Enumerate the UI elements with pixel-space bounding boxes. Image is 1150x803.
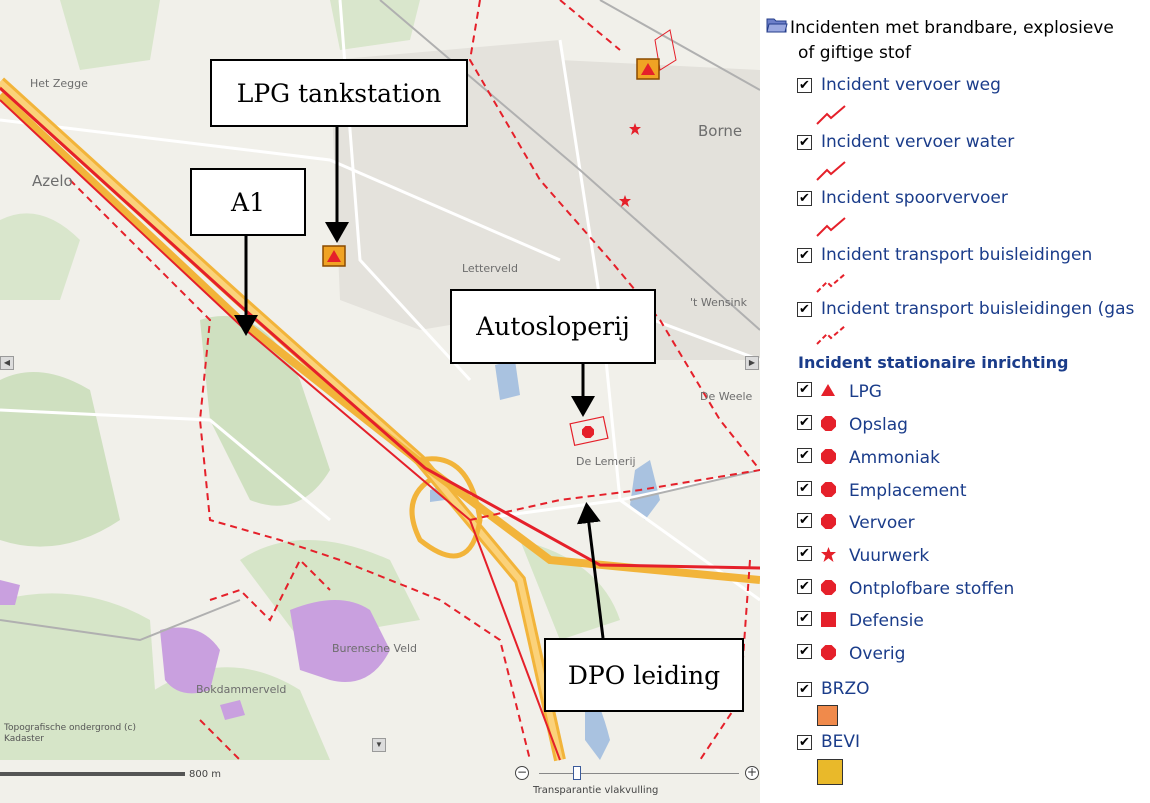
legend-heading-line: Incidenten met brandbare, explosieve — [790, 18, 1114, 38]
place-label: De Weele — [700, 390, 753, 403]
map-view[interactable]: Het Zegge Azelo Borne Letterveld 't Wens… — [0, 0, 760, 803]
checkbox[interactable]: ✔ — [797, 302, 812, 317]
checkbox[interactable]: ✔ — [797, 735, 812, 750]
checkbox[interactable]: ✔ — [797, 579, 812, 594]
checkbox[interactable]: ✔ — [797, 248, 812, 263]
legend-item-label: Incident transport buisleidingen (gas — [821, 299, 1135, 319]
octagon-icon — [821, 416, 836, 431]
legend-item-label: Defensie — [849, 611, 924, 631]
place-label: Bokdammerveld — [196, 683, 287, 696]
checkbox[interactable]: ✔ — [797, 644, 812, 659]
scale-label: 800 m — [189, 769, 222, 780]
octagon-icon — [821, 580, 836, 595]
checkbox[interactable]: ✔ — [797, 135, 812, 150]
legend-item-label: Vuurwerk — [849, 546, 930, 566]
checkbox[interactable]: ✔ — [797, 415, 812, 430]
transparency-label: Transparantie vlakvulling — [533, 785, 659, 796]
octagon-icon — [821, 514, 836, 529]
square-icon — [821, 612, 836, 627]
checkbox[interactable]: ✔ — [797, 611, 812, 626]
place-label: Borne — [698, 122, 743, 140]
opslag-marker-icon[interactable] — [582, 426, 594, 438]
pan-right-button[interactable]: ▶ — [745, 356, 759, 370]
legend-item-label: Incident vervoer weg — [821, 75, 1001, 95]
legend-item-label: Ammoniak — [849, 448, 940, 468]
brzo-swatch — [817, 705, 838, 726]
checkbox[interactable]: ✔ — [797, 481, 812, 496]
callout-a1: A1 — [190, 168, 306, 236]
checkbox[interactable]: ✔ — [797, 382, 812, 397]
water-incident-line-icon — [816, 161, 846, 181]
legend-subheading: Incident stationaire inrichting — [798, 353, 1069, 372]
star-icon — [821, 547, 836, 562]
legend-item-label: Opslag — [849, 415, 908, 435]
checkbox[interactable]: ✔ — [797, 513, 812, 528]
scale-bar — [0, 772, 185, 776]
vuurwerk-marker-icon[interactable] — [629, 123, 641, 135]
checkbox[interactable]: ✔ — [797, 78, 812, 93]
checkbox[interactable]: ✔ — [797, 191, 812, 206]
lpg-marker-icon[interactable] — [636, 58, 660, 80]
place-label: 't Wensink — [690, 296, 747, 309]
folder-icon — [766, 18, 788, 33]
attribution-line: Kadaster — [4, 734, 44, 744]
legend-item-label: Overig — [849, 644, 906, 664]
rail-incident-line-icon — [816, 217, 846, 237]
checkbox[interactable]: ✔ — [797, 448, 812, 463]
octagon-icon — [821, 482, 836, 497]
map-base-layer — [0, 0, 760, 762]
road-incident-line-icon — [816, 105, 846, 125]
place-label: Burensche Veld — [332, 642, 418, 655]
lpg-marker-icon[interactable] — [322, 245, 346, 267]
pan-left-button[interactable]: ◀ — [0, 356, 14, 370]
place-label: De Lemerij — [576, 455, 636, 468]
pan-down-button[interactable]: ▼ — [372, 738, 386, 752]
legend-item-label: Emplacement — [849, 481, 967, 501]
place-label: Letterveld — [462, 262, 518, 275]
pipeline-incident-line-icon — [816, 273, 846, 293]
legend-item-label: Ontplofbare stoffen — [849, 579, 1015, 599]
zoom-out-button[interactable]: − — [515, 765, 529, 780]
callout-dpo-leiding: DPO leiding — [544, 638, 744, 712]
triangle-icon — [821, 384, 835, 396]
zoom-in-button[interactable]: + — [745, 765, 759, 780]
callout-autosloperij: Autosloperij — [450, 289, 656, 364]
legend-panel: Incidenten met brandbare, explosieve of … — [760, 0, 1150, 803]
legend-item-label: Vervoer — [849, 513, 915, 533]
bevi-swatch — [817, 759, 843, 785]
gas-pipeline-incident-line-icon — [816, 325, 846, 345]
place-label: Azelo — [32, 172, 73, 190]
callout-arrows — [234, 127, 605, 639]
legend-item-label: Incident transport buisleidingen — [821, 245, 1093, 265]
legend-item-label: BRZO — [821, 679, 870, 699]
callout-lpg-tankstation: LPG tankstation — [210, 59, 468, 127]
transparency-slider-handle[interactable] — [573, 766, 581, 780]
legend-item-label: BEVI — [821, 732, 861, 752]
octagon-icon — [821, 645, 836, 660]
place-label: Het Zegge — [30, 77, 88, 90]
attribution-line: Topografische ondergrond (c) — [4, 723, 137, 733]
legend-item-label: Incident vervoer water — [821, 132, 1015, 152]
legend-item-label: Incident spoorvervoer — [821, 188, 1008, 208]
transparency-slider-track[interactable] — [539, 773, 739, 774]
checkbox[interactable]: ✔ — [797, 682, 812, 697]
checkbox[interactable]: ✔ — [797, 546, 812, 561]
legend-item-label: LPG — [849, 382, 882, 402]
map-attribution: Topografische ondergrond (c) Kadaster — [4, 723, 136, 745]
legend-heading-line: of giftige stof — [798, 43, 911, 63]
octagon-icon — [821, 449, 836, 464]
vuurwerk-marker-icon[interactable] — [619, 195, 631, 207]
